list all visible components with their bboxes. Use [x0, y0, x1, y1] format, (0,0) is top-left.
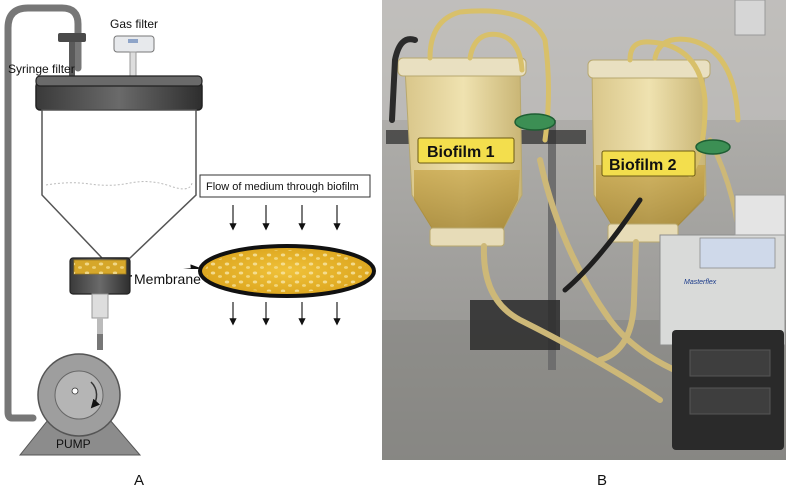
- flow-caption-label: Flow of medium through biofilm: [206, 181, 359, 193]
- biofilm-1-tag: Biofilm 1: [417, 137, 515, 164]
- panel-a-letter: A: [134, 472, 145, 489]
- outlet-nozzle: [97, 318, 103, 334]
- outlet-connector: [91, 293, 109, 319]
- return-tubing: [4, 4, 82, 422]
- pump-icon: [18, 353, 142, 456]
- flow-caption-box: [199, 174, 371, 198]
- foil-wrap: [734, 0, 766, 36]
- photo-filter-right: [695, 139, 731, 155]
- medium-level: [45, 181, 193, 190]
- syringe-filter-label: Syringe filter: [8, 62, 75, 76]
- gas-filter-icon: [113, 35, 155, 53]
- panel-b-letter: B: [597, 472, 608, 489]
- pump-label: PUMP: [56, 437, 91, 451]
- syringe-filter-icon: [58, 33, 86, 42]
- flow-arrows-out: [229, 302, 341, 326]
- photo-filter-left: [514, 113, 556, 131]
- flow-arrows-in: [229, 205, 341, 231]
- membrane-label: Membrane: [134, 271, 201, 287]
- stand-base: [470, 300, 560, 350]
- peristaltic-pump: Masterflex: [659, 194, 786, 450]
- gas-filter-label: Gas filter: [110, 17, 158, 31]
- stand-rod: [548, 120, 556, 370]
- panel-b-photo: Masterflex Biofilm 1 Biofilm 2: [382, 0, 786, 460]
- panel-a-schematic: Gas filter Syringe filter PUMP Membrane …: [4, 4, 376, 456]
- syringe-filter-stem: [69, 42, 75, 78]
- biofilm-2-tag: Biofilm 2: [601, 150, 696, 177]
- reservoir-funnel: [41, 109, 197, 259]
- pump-brand-text: Masterflex: [684, 279, 717, 286]
- biofilm-1-label: Biofilm 1: [427, 144, 495, 161]
- biofilm-2-label: Biofilm 2: [609, 157, 677, 174]
